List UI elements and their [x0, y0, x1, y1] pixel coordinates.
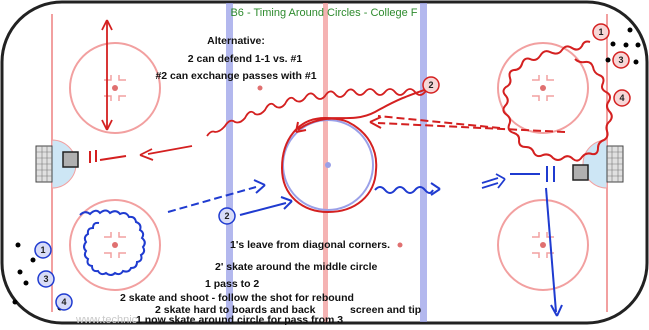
blue-vertical-skate	[545, 187, 557, 313]
alternative-line-1: 2 can defend 1-1 vs. #1	[188, 53, 303, 65]
goalie-right-icon	[572, 164, 589, 181]
puck-pile-top-right	[605, 27, 641, 65]
net-right-icon	[606, 145, 624, 183]
blue-shot-stop	[546, 166, 555, 182]
instruction-1: 1's leave from diagonal corners.	[230, 239, 390, 251]
blue-shot-arrowhead	[495, 173, 506, 189]
instruction-7: 1 now skate around circle for pass from …	[136, 314, 343, 325]
blue-arrowhead-down	[550, 304, 563, 317]
svg-text:3: 3	[618, 55, 623, 65]
player-3-top-right: 3	[612, 51, 630, 69]
blue-arrowhead-wavy	[430, 182, 441, 196]
blue-skate-to-center	[239, 202, 287, 216]
svg-text:4: 4	[61, 297, 66, 307]
red-skate-wavy-left	[206, 88, 436, 137]
faceoff-circle-top-left	[69, 42, 161, 134]
red-arrowhead-up	[101, 19, 113, 31]
faceoff-circle-top-right	[497, 42, 589, 134]
red-dashed-pass-1	[377, 122, 566, 133]
svg-text:1: 1	[40, 245, 45, 255]
instruction-6: screen and tip	[350, 304, 421, 316]
alternative-line-2: #2 can exchange passes with #1	[155, 70, 316, 82]
svg-text:4: 4	[619, 93, 624, 103]
goalie-left-icon	[62, 151, 79, 168]
blue-wavy-skate	[374, 186, 434, 194]
blue-arrowhead-center	[280, 196, 293, 210]
red-arrow-to-left-net	[147, 145, 193, 155]
neutral-dot	[257, 85, 263, 91]
alternative-heading: Alternative:	[207, 35, 265, 47]
red-dashed-arrowhead-1	[369, 116, 382, 129]
svg-text:3: 3	[43, 274, 48, 284]
blue-dashed-arrowhead	[253, 179, 266, 194]
center-dot	[325, 162, 331, 168]
blue-line-left	[226, 3, 233, 322]
player-4-bottom-left: 4	[55, 293, 73, 311]
faceoff-circle-bottom-right	[497, 199, 589, 291]
svg-text:2: 2	[224, 211, 229, 221]
red-shot-stop	[89, 150, 97, 163]
blue-dashed-pass	[167, 186, 257, 213]
neutral-dot	[397, 242, 403, 248]
red-shot-line	[99, 155, 127, 161]
watermark: www.technic	[75, 314, 138, 325]
player-1-bottom-left: 1	[34, 241, 52, 259]
player-2-mid-bottom: 2	[218, 207, 236, 225]
instruction-3: 1 pass to 2	[205, 278, 259, 290]
red-arrowhead-down	[101, 119, 113, 131]
red-skate-center-circle	[280, 87, 431, 214]
player-3-bottom-left: 3	[37, 270, 55, 288]
instruction-2: 2' skate around the middle circle	[215, 261, 378, 273]
svg-text:2: 2	[428, 80, 433, 90]
faceoff-circle-bottom-left	[69, 199, 161, 291]
player-1-top-right: 1	[592, 23, 610, 41]
blue-skate-loop-bottom-left	[79, 209, 146, 276]
blue-shot-1	[481, 177, 499, 184]
blue-line-right	[420, 3, 427, 322]
red-arrowhead-center	[295, 121, 307, 133]
diagram-title: B6 - Timing Around Circles - College F	[230, 7, 417, 19]
center-red-line	[323, 3, 328, 322]
player-2-mid-top: 2	[422, 76, 440, 94]
player-4-top-right: 4	[613, 89, 631, 107]
svg-text:1: 1	[598, 27, 603, 37]
instruction-4: 2 skate and shoot - follow the shot for …	[120, 292, 354, 304]
red-arrowhead-left	[139, 148, 154, 161]
red-skate-loop-top-right	[502, 40, 613, 162]
net-left-icon	[35, 145, 53, 183]
red-dashed-pass-2	[377, 115, 501, 129]
blue-shot-2	[481, 182, 499, 189]
instruction-5: 2 skate hard to boards and back	[155, 304, 316, 316]
